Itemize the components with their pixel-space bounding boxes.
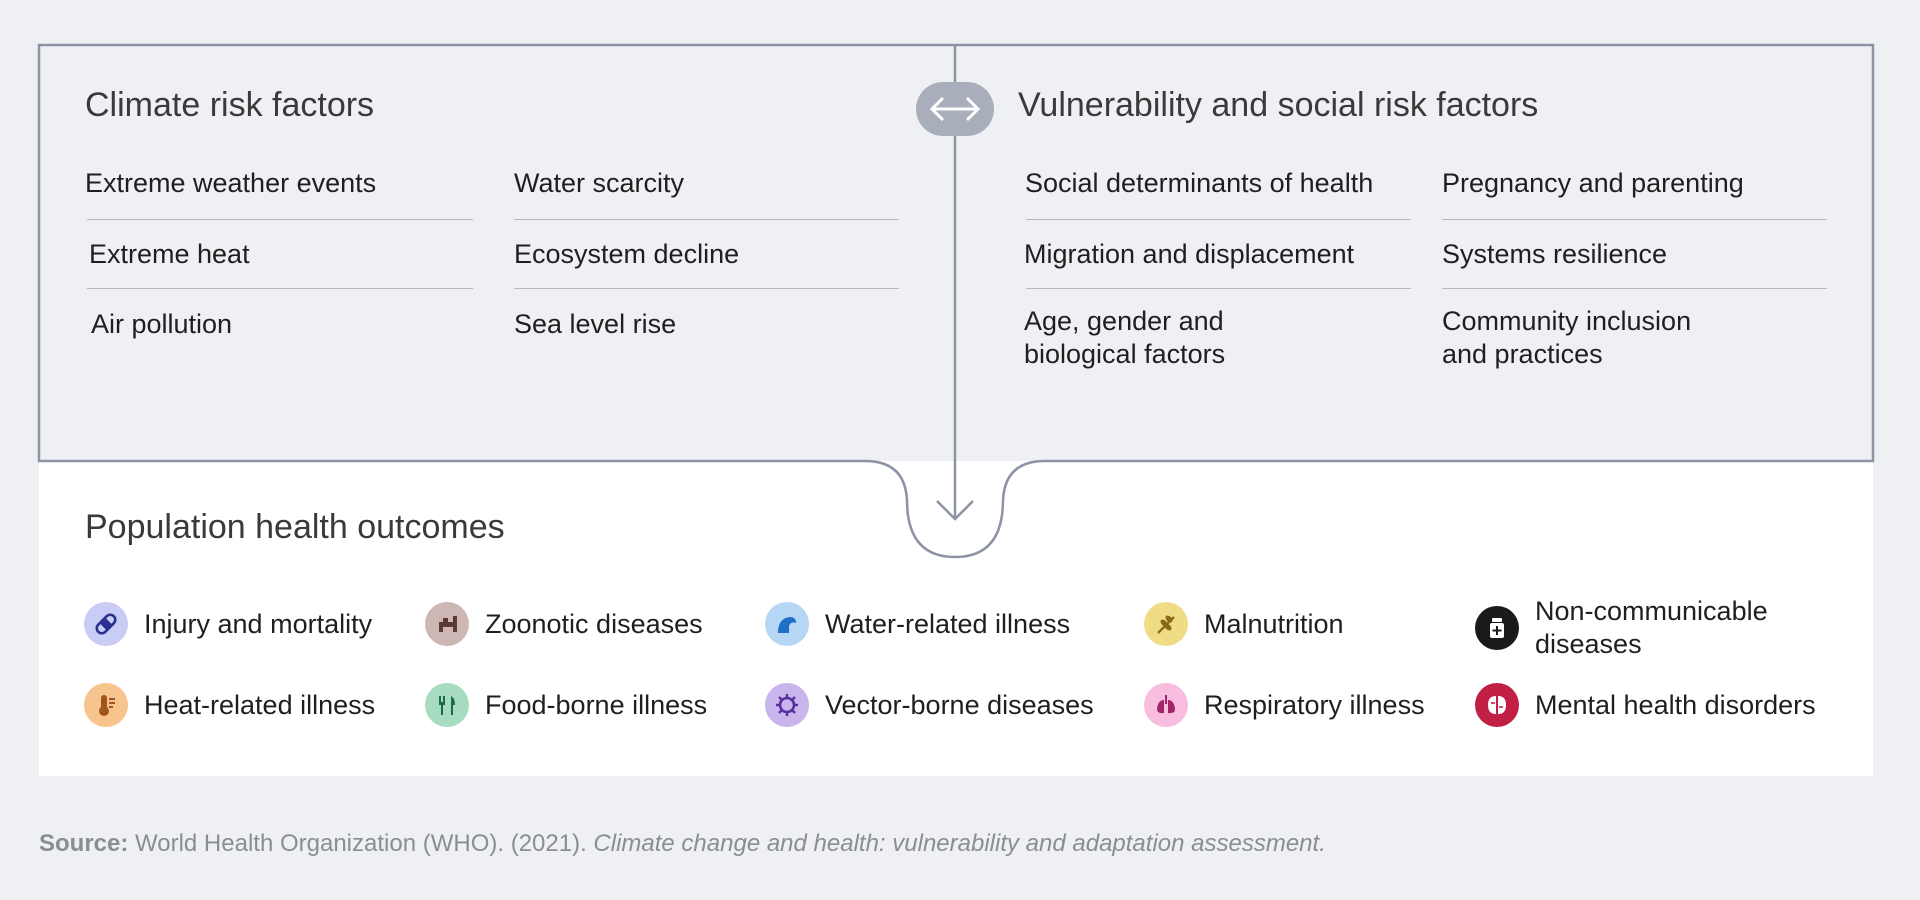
virus-icon (765, 683, 809, 727)
brain-icon (1475, 683, 1519, 727)
outcome-label: Food-borne illness (485, 689, 708, 720)
divider (1442, 219, 1827, 220)
climate-item: Ecosystem decline (514, 239, 740, 269)
wave-icon (765, 602, 809, 646)
source-title: Climate change and health: vulnerability… (593, 830, 1326, 857)
divider (87, 219, 473, 220)
frame-outline (37, 43, 1875, 559)
climate-item: Air pollution (91, 309, 233, 339)
animal-icon (425, 602, 469, 646)
outcome-noncommunicable: Non-communicable diseases (1475, 595, 1768, 661)
outcome-label: Zoonotic diseases (485, 608, 703, 639)
arrow-down-icon (936, 500, 974, 521)
outcome-label: Mental health disorders (1535, 689, 1816, 720)
climate-item: Extreme heat (89, 239, 250, 269)
climate-item: Sea level rise (514, 309, 677, 339)
outcome-mental: Mental health disorders (1475, 683, 1816, 727)
divider (1026, 288, 1411, 289)
outcome-label: Non-communicable diseases (1535, 595, 1768, 661)
divider (1442, 288, 1827, 289)
climate-item: Water scarcity (514, 168, 685, 198)
vulnerability-title: Vulnerability and social risk factors (1018, 86, 1539, 124)
vulnerability-item: Age, gender and (1024, 306, 1224, 336)
vulnerability-item: Community inclusion (1442, 306, 1692, 336)
outcome-respiratory: Respiratory illness (1144, 683, 1425, 727)
wheat-icon (1144, 602, 1188, 646)
outcome-label-line: Non-communicable (1535, 596, 1768, 626)
outcome-malnutrition: Malnutrition (1144, 602, 1344, 646)
outcome-label: Respiratory illness (1204, 689, 1425, 720)
outcome-water: Water-related illness (765, 602, 1070, 646)
divider (514, 288, 899, 289)
outcome-label: Vector-borne diseases (825, 689, 1094, 720)
vulnerability-item: Pregnancy and parenting (1442, 168, 1744, 198)
outcome-food: Food-borne illness (425, 683, 707, 727)
outcome-label: Malnutrition (1204, 608, 1344, 639)
outcome-label: Water-related illness (825, 608, 1071, 639)
medicine-jar-icon (1475, 606, 1519, 650)
bandage-icon (84, 602, 128, 646)
outcome-label: Injury and mortality (144, 608, 373, 639)
lungs-icon (1144, 683, 1188, 727)
outcome-label: Heat-related illness (144, 689, 376, 720)
vulnerability-item: and practices (1442, 339, 1603, 369)
source-prefix: Source: (39, 830, 129, 857)
bidirectional-arrow-icon (916, 82, 994, 136)
divider (87, 288, 473, 289)
vulnerability-item: Social determinants of health (1025, 168, 1374, 198)
divider (1026, 219, 1411, 220)
vulnerability-item: Migration and displacement (1024, 239, 1355, 269)
climate-item: Extreme weather events (85, 168, 377, 198)
outcome-injury: Injury and mortality (84, 602, 372, 646)
outcome-heat: Heat-related illness (84, 683, 375, 727)
outcome-label-line: diseases (1535, 629, 1642, 659)
thermometer-icon (84, 683, 128, 727)
divider (514, 219, 899, 220)
source-citation: Source: World Health Organization (WHO).… (39, 830, 1326, 858)
outcome-vector: Vector-borne diseases (765, 683, 1094, 727)
outcome-zoonotic: Zoonotic diseases (425, 602, 703, 646)
vulnerability-item: Systems resilience (1442, 239, 1668, 269)
vulnerability-item: biological factors (1024, 339, 1226, 369)
outcomes-title: Population health outcomes (85, 508, 505, 546)
cutlery-icon (425, 683, 469, 727)
climate-title: Climate risk factors (85, 86, 375, 124)
source-text: World Health Organization (WHO). (2021). (128, 830, 594, 857)
